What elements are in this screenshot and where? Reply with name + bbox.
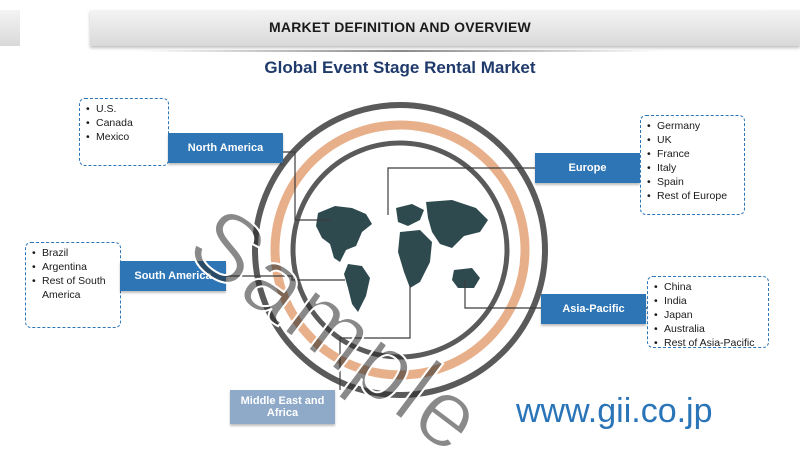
list-item: Rest of Europe: [647, 189, 738, 203]
header-corner-left: [0, 10, 20, 46]
subtitle-rule: [140, 50, 660, 52]
list-item: Argentina: [32, 260, 114, 274]
list-item: U.S.: [86, 102, 162, 116]
list-item: Spain: [647, 175, 738, 189]
list-item: Japan: [654, 308, 762, 322]
list-item: India: [654, 294, 762, 308]
region-middle-east-africa: Middle East and Africa: [230, 390, 335, 424]
south-america-countries: Brazil Argentina Rest of South America: [25, 242, 121, 328]
list-item: Brazil: [32, 246, 114, 260]
list-item: UK: [647, 133, 738, 147]
middle-ring: [270, 120, 530, 380]
list-item: Mexico: [86, 130, 162, 144]
list-item: France: [647, 147, 738, 161]
connector-lines: [120, 139, 648, 390]
list-item: China: [654, 280, 762, 294]
asia-pacific-countries: China India Japan Australia Rest of Asia…: [647, 276, 769, 350]
list-item: Rest of Asia-Pacific: [654, 336, 762, 350]
list-item: Italy: [647, 161, 738, 175]
inner-ring: [290, 140, 510, 360]
list-item: Rest of South America: [32, 274, 114, 302]
site-url: www.gii.co.jp: [516, 392, 713, 430]
region-south-america: South America: [120, 261, 226, 291]
list-item: Canada: [86, 116, 162, 130]
outer-ring: [252, 102, 548, 398]
europe-countries: Germany UK France Italy Spain Rest of Eu…: [640, 115, 745, 215]
header-band: [90, 10, 800, 46]
region-europe: Europe: [535, 153, 640, 183]
list-item: Australia: [654, 322, 762, 336]
list-item: Germany: [647, 119, 738, 133]
header-title: MARKET DEFINITION AND OVERVIEW: [269, 19, 531, 35]
region-asia-pacific: Asia-Pacific: [541, 294, 646, 324]
diagram-graphics: [120, 102, 648, 398]
diagram-title: Global Event Stage Rental Market: [264, 58, 536, 77]
north-america-countries: U.S. Canada Mexico: [79, 98, 169, 166]
region-north-america: North America: [168, 133, 283, 163]
